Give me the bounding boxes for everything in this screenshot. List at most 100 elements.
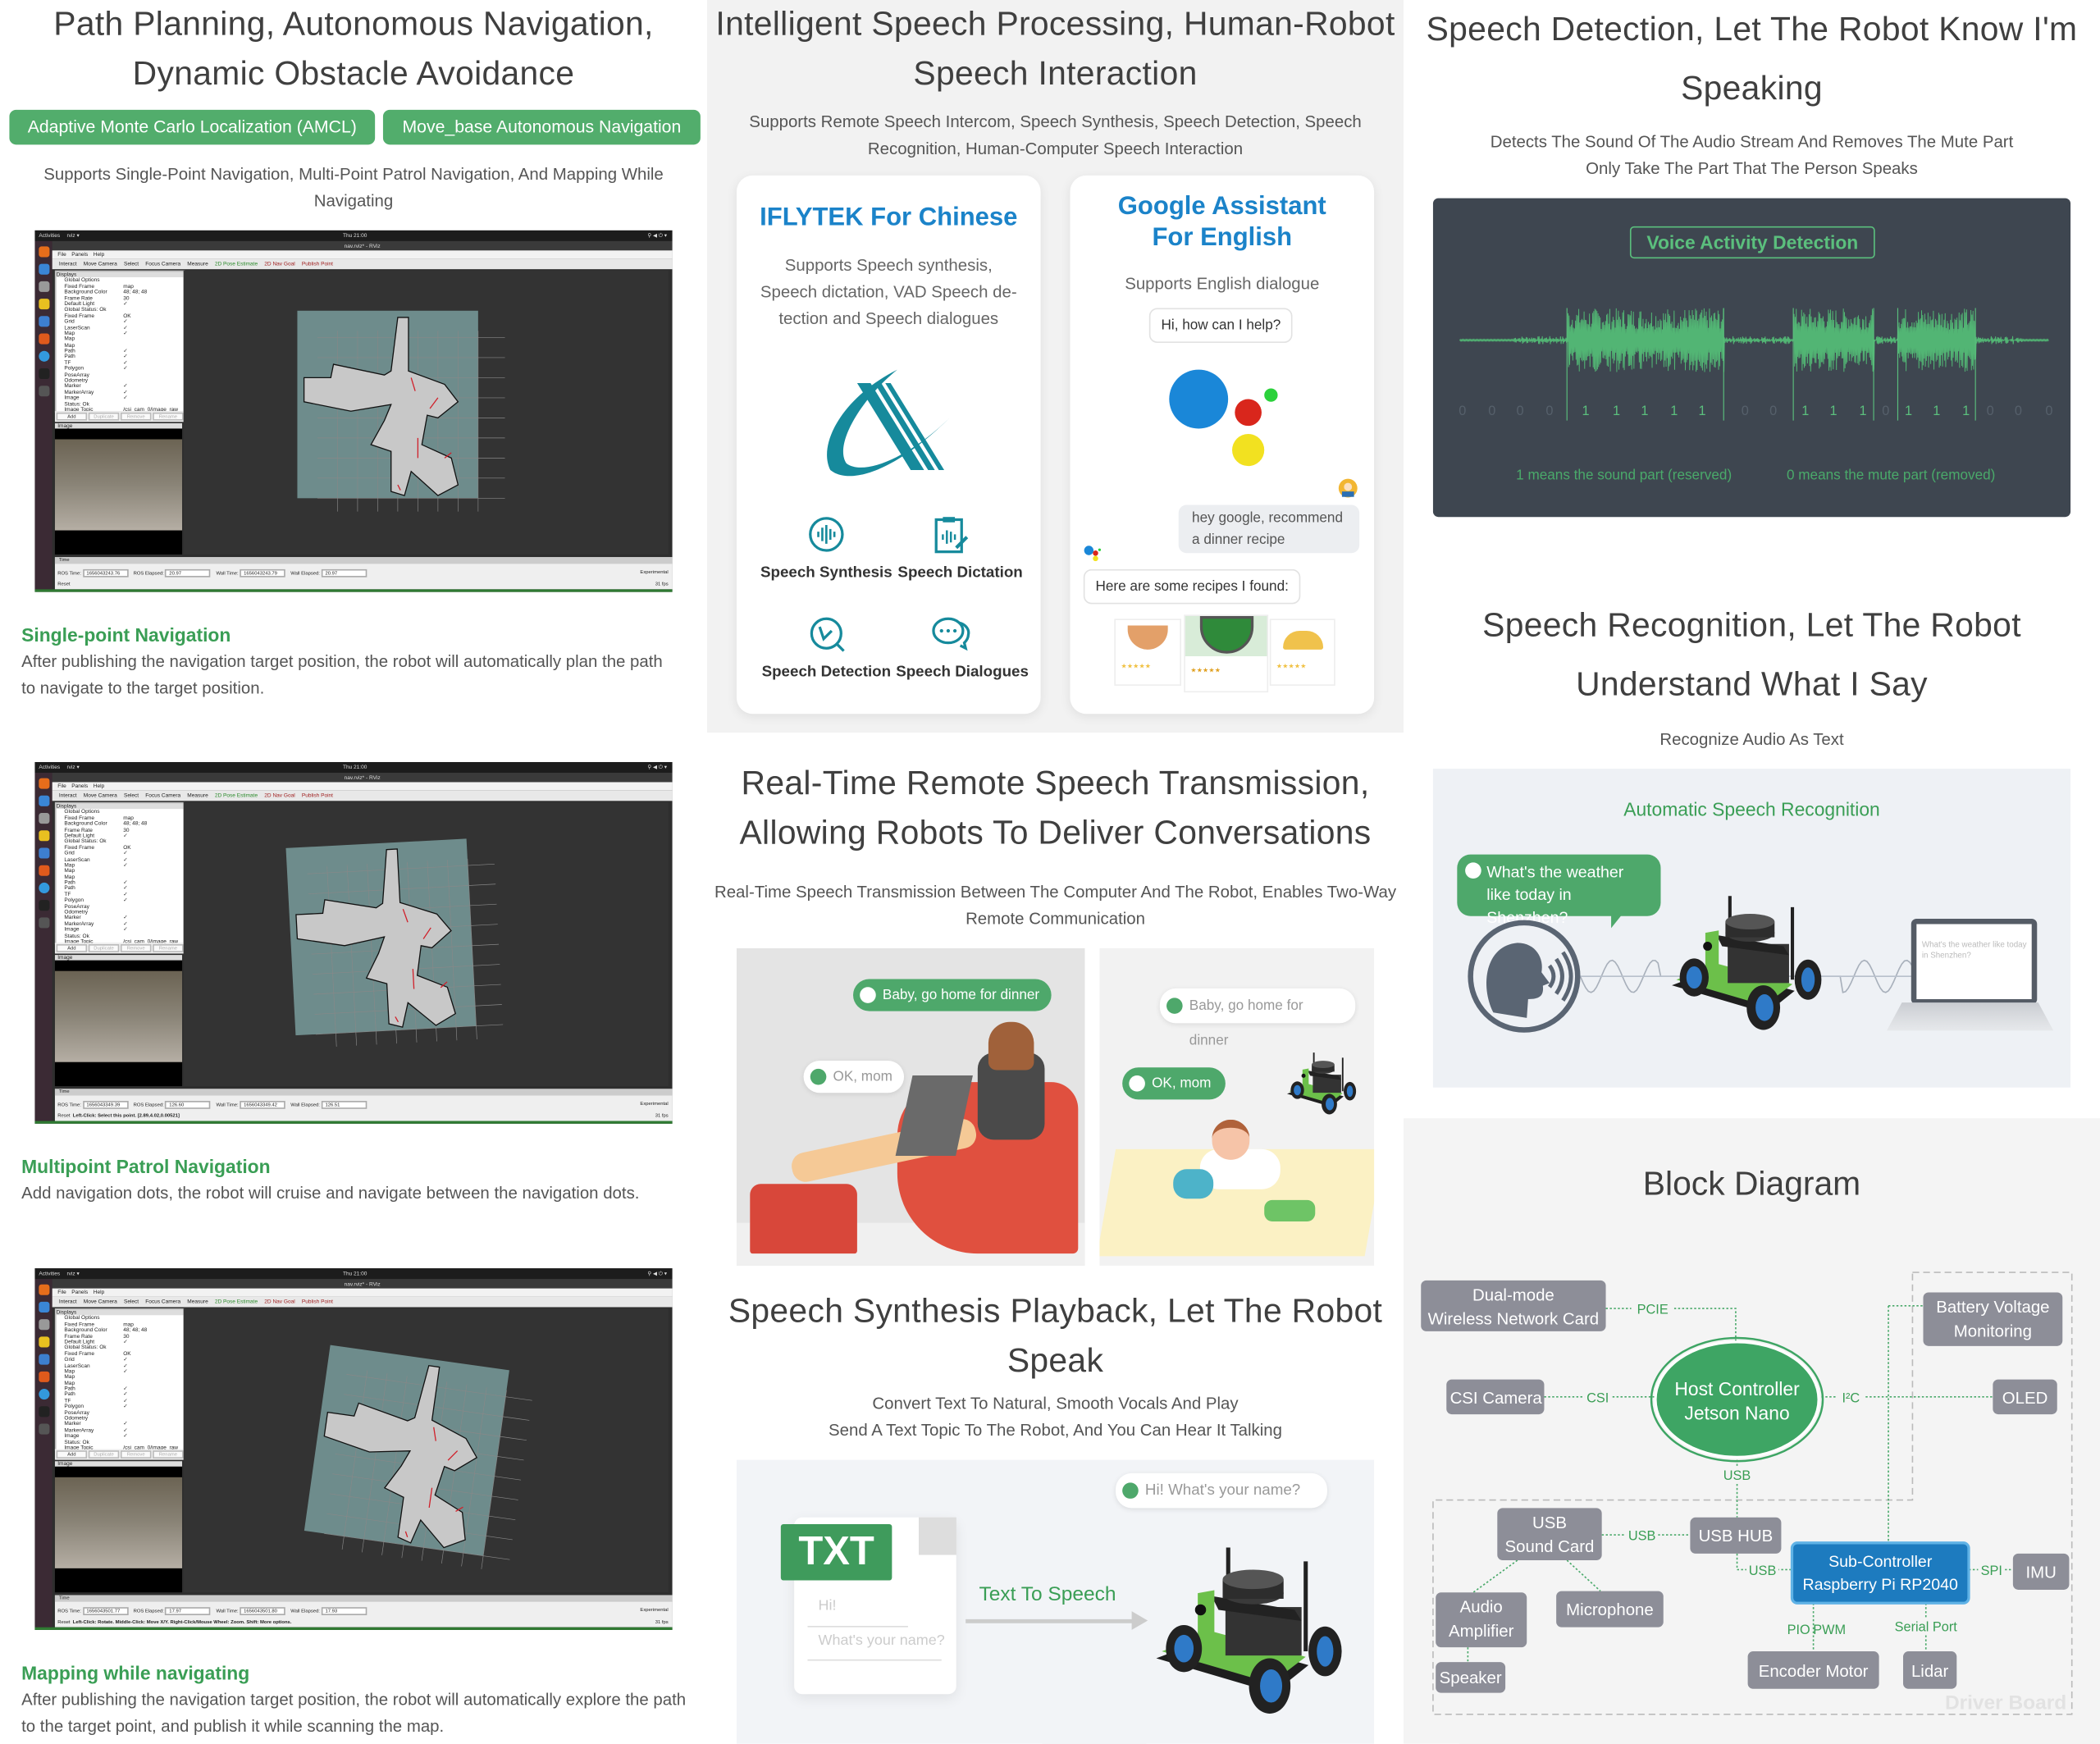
recipe-card[interactable]: ★★★★★ xyxy=(1269,619,1335,686)
menu-panels[interactable]: Panels xyxy=(71,782,89,789)
software-icon[interactable] xyxy=(38,333,49,345)
rhythmbox-icon[interactable] xyxy=(38,830,49,842)
tool-2d-pose-estimate[interactable]: 2D Pose Estimate xyxy=(214,791,258,799)
app-menu[interactable]: rviz ▾ xyxy=(66,1269,80,1276)
tool-2d-pose-estimate[interactable]: 2D Pose Estimate xyxy=(214,1298,258,1305)
reset-button[interactable]: Reset xyxy=(57,581,71,587)
wall-elapsed-field[interactable]: 20.97 xyxy=(321,568,368,578)
tool-focus-camera[interactable]: Focus Camera xyxy=(145,1298,181,1305)
display-item[interactable]: Global Options xyxy=(57,276,184,284)
tool-interact[interactable]: Interact xyxy=(58,259,77,267)
menu-help[interactable]: Help xyxy=(93,250,105,258)
display-item[interactable]: Map✓ xyxy=(57,861,184,868)
help-icon[interactable] xyxy=(38,1389,49,1400)
3d-view[interactable] xyxy=(183,270,669,555)
remove-display-button[interactable]: Remove xyxy=(120,1450,152,1459)
tool-publish-point[interactable]: Publish Point xyxy=(301,259,333,267)
writer-icon[interactable] xyxy=(38,316,49,327)
tool-move-camera[interactable]: Move Camera xyxy=(83,259,117,267)
display-item[interactable]: Path✓ xyxy=(57,884,184,892)
system-tray-icons[interactable]: ⚲ ◀ ⏻ ▾ xyxy=(647,1269,668,1276)
terminal-icon[interactable] xyxy=(38,368,49,380)
tool-select[interactable]: Select xyxy=(123,791,139,799)
tool-publish-point[interactable]: Publish Point xyxy=(301,791,333,799)
display-item[interactable]: Global Status: Ok xyxy=(57,306,184,313)
display-item[interactable]: Image✓ xyxy=(57,1432,184,1439)
files-icon[interactable] xyxy=(38,813,49,824)
tool-measure[interactable]: Measure xyxy=(187,1298,208,1305)
display-item[interactable]: Default Light✓ xyxy=(57,1338,184,1345)
display-item[interactable]: LaserScan✓ xyxy=(57,856,184,862)
recipe-card[interactable]: ★★★★★ xyxy=(1184,614,1269,693)
tool-move-camera[interactable]: Move Camera xyxy=(83,1298,117,1305)
system-tray-icons[interactable]: ⚲ ◀ ⏻ ▾ xyxy=(647,763,668,770)
writer-icon[interactable] xyxy=(38,847,49,859)
display-item[interactable]: Image✓ xyxy=(57,394,184,401)
display-item[interactable]: Path✓ xyxy=(57,1385,184,1392)
tool-select[interactable]: Select xyxy=(123,259,139,267)
display-item[interactable]: Default Light✓ xyxy=(57,832,184,838)
rhythmbox-icon[interactable] xyxy=(38,1336,49,1348)
display-item[interactable]: Map✓ xyxy=(57,1367,184,1374)
display-item[interactable]: Odometry xyxy=(57,1414,184,1422)
display-item[interactable]: Grid✓ xyxy=(57,317,184,325)
tool-publish-point[interactable]: Publish Point xyxy=(301,1298,333,1305)
menu-panels[interactable]: Panels xyxy=(71,250,89,258)
display-item[interactable]: TF✓ xyxy=(57,358,184,366)
display-item[interactable]: Status: Ok xyxy=(57,1438,184,1445)
writer-icon[interactable] xyxy=(38,1354,49,1365)
files-icon[interactable] xyxy=(38,1319,49,1331)
3d-view[interactable] xyxy=(183,801,669,1087)
experimental-checkbox[interactable]: Experimental xyxy=(640,1607,669,1613)
display-item[interactable]: PoseArray xyxy=(57,902,184,909)
experimental-checkbox[interactable]: Experimental xyxy=(640,568,669,575)
tool-interact[interactable]: Interact xyxy=(58,1298,77,1305)
display-item[interactable]: Status: Ok xyxy=(57,400,184,407)
display-item[interactable]: Odometry xyxy=(57,908,184,915)
add-display-button[interactable]: Add xyxy=(56,412,88,421)
display-item[interactable]: Status: Ok xyxy=(57,932,184,938)
app-menu[interactable]: rviz ▾ xyxy=(66,231,80,239)
display-item[interactable]: PoseArray xyxy=(57,1408,184,1416)
help-icon[interactable] xyxy=(38,350,49,362)
app-menu[interactable]: rviz ▾ xyxy=(66,763,80,770)
rename-display-button[interactable]: Rename xyxy=(153,944,184,952)
menu-panels[interactable]: Panels xyxy=(71,1288,89,1295)
tool-move-camera[interactable]: Move Camera xyxy=(83,791,117,799)
display-item[interactable]: Image Topic/csi_cam_0/image_raw xyxy=(57,406,184,411)
firefox-icon[interactable] xyxy=(38,246,49,258)
menu-file[interactable]: File xyxy=(57,1288,66,1295)
display-item[interactable]: Image Topic/csi_cam_0/image_raw xyxy=(57,1444,184,1449)
display-item[interactable]: Map xyxy=(57,1379,184,1386)
display-item[interactable]: Path✓ xyxy=(57,1391,184,1398)
duplicate-display-button[interactable]: Duplicate xyxy=(88,412,120,421)
display-item[interactable]: Path✓ xyxy=(57,879,184,886)
display-item[interactable]: Global Status: Ok xyxy=(57,838,184,845)
display-item[interactable]: Map xyxy=(57,873,184,880)
ros-time-field[interactable]: 1656043243.76 xyxy=(82,568,129,578)
tool-focus-camera[interactable]: Focus Camera xyxy=(145,791,181,799)
duplicate-display-button[interactable]: Duplicate xyxy=(88,1450,120,1459)
files-icon[interactable] xyxy=(38,281,49,292)
rename-display-button[interactable]: Rename xyxy=(153,1450,184,1459)
display-item[interactable]: TF✓ xyxy=(57,1397,184,1404)
tool-measure[interactable]: Measure xyxy=(187,791,208,799)
tool-measure[interactable]: Measure xyxy=(187,259,208,267)
terminal-icon[interactable] xyxy=(38,900,49,911)
display-item[interactable]: Map xyxy=(57,341,184,348)
display-item[interactable]: MarkerArray✓ xyxy=(57,388,184,395)
display-item[interactable]: MarkerArray✓ xyxy=(57,1427,184,1433)
display-item[interactable]: Marker✓ xyxy=(57,1420,184,1427)
display-item[interactable]: Map xyxy=(57,867,184,874)
ros-elapsed-field[interactable]: 17.97 xyxy=(165,1607,211,1615)
menu-help[interactable]: Help xyxy=(93,1288,105,1295)
wall-time-field[interactable]: 1656043501.80 xyxy=(240,1607,285,1615)
activities-button[interactable]: Activities xyxy=(39,231,61,239)
display-item[interactable]: Image Topic/csi_cam_0/image_raw xyxy=(57,938,184,943)
